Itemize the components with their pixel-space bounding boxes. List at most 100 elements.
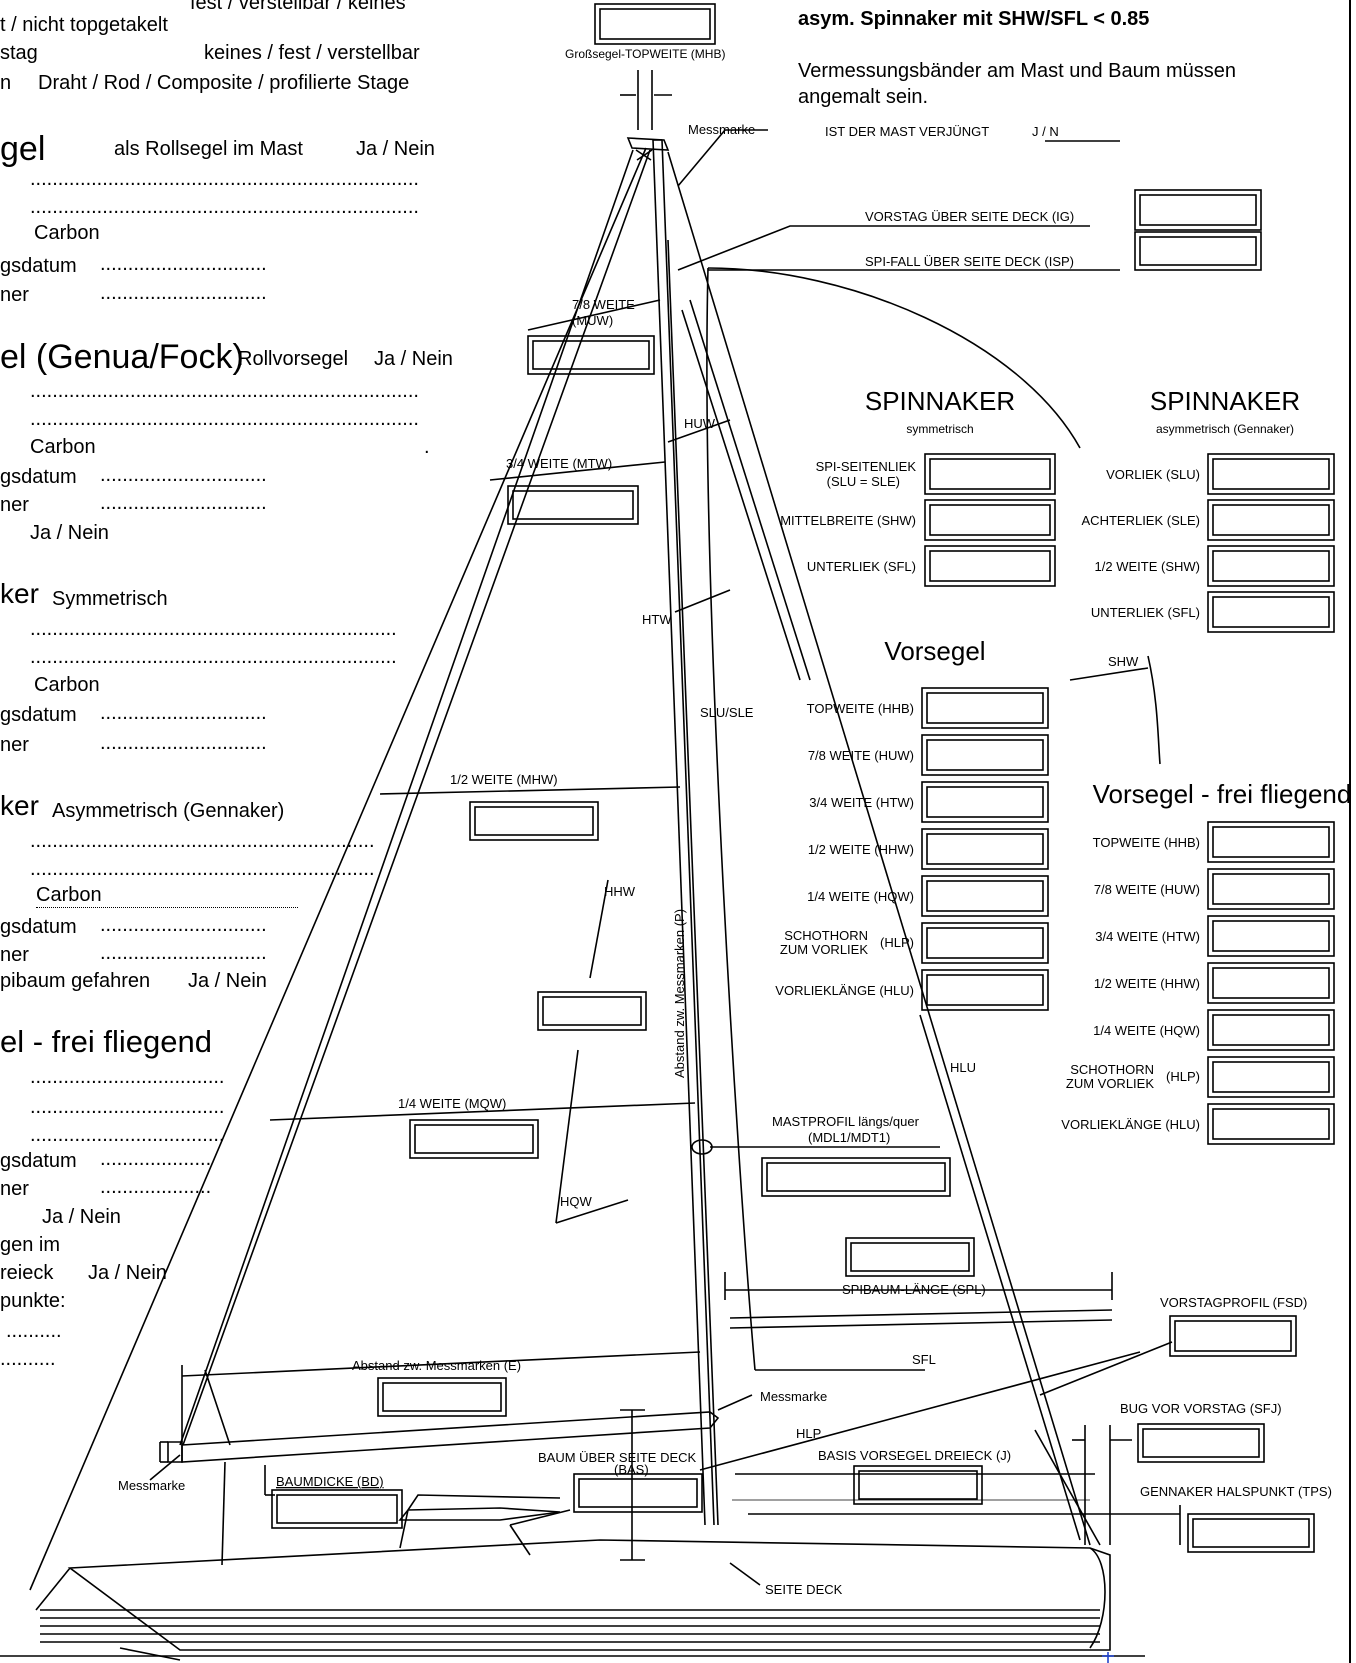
shw-curve-label: SHW	[1108, 654, 1139, 669]
vorsegel-field-5[interactable]	[921, 922, 1049, 964]
mhb-dimension	[620, 70, 672, 130]
rigging-options-4: Draht / Rod / Composite / profilierte St…	[38, 72, 410, 94]
rigging-options-2: t / nicht topgetakelt	[0, 14, 168, 36]
spi-asym-maker-label: ner	[0, 944, 29, 966]
ig-box	[1134, 189, 1262, 231]
freeflying-pdots-2: ..........	[0, 1348, 56, 1370]
vang	[509, 1524, 531, 1556]
muw-label-2: (MUW)	[572, 313, 613, 328]
headsail-roller-label: Rollvorsegel	[238, 348, 349, 370]
ig-leader	[677, 225, 1090, 271]
mast-profile-circle	[691, 1139, 713, 1155]
spi-asym-dots-2: ........................................…	[30, 858, 375, 880]
hlu-label: HLU	[950, 1060, 976, 1075]
mainsail-maker-dots: ..............................	[100, 282, 267, 304]
fsd-leader	[1039, 1341, 1173, 1396]
j-label: BASIS VORSEGEL DREIECK (J)	[818, 1448, 1011, 1463]
mainsail-date-dots: ..............................	[100, 253, 267, 275]
spinnaker-ratio-note: asym. Spinnaker mit SHW/SFL < 0.85	[798, 8, 1150, 30]
huw-label: HUW	[684, 416, 716, 431]
messmarke-top-leader	[677, 129, 726, 187]
freeflying-punkte: punkte:	[0, 1290, 66, 1312]
htw-label: HTW	[642, 612, 672, 627]
spi-asym-date-label: gsdatum	[0, 916, 77, 938]
vorsegel-field-6[interactable]	[921, 969, 1049, 1011]
spi-sym-dots-1: ........................................…	[30, 618, 397, 640]
mainsail-dots-1: ........................................…	[30, 168, 419, 190]
spi-sym-label-0: SPI-SEITENLIEK	[816, 459, 917, 474]
vorsegel-free-field-0[interactable]	[1207, 821, 1335, 863]
mhb-label: Großsegel-TOPWEITE (MHB)	[565, 47, 725, 61]
vorsegel-free-field-6[interactable]	[1207, 1103, 1335, 1145]
rigging-options-3: keines / fest / verstellbar	[204, 42, 420, 64]
vorsegel-field-4[interactable]	[921, 875, 1049, 917]
freeflying-dots-2: ...................................	[30, 1096, 225, 1118]
bas-leader	[509, 1509, 571, 1526]
spi-sym-carbon: Carbon	[34, 674, 100, 696]
huw-line	[667, 419, 731, 443]
vorsegel-label-5-b: ZUM VORLIEK	[780, 942, 868, 957]
jib-leech-2	[681, 309, 801, 681]
sfj-box	[1137, 1423, 1265, 1463]
spi-sym-field-2[interactable]	[924, 545, 1056, 587]
p-label: Abstand zw. Messmarken (P)	[672, 909, 687, 1078]
spi-extra-box	[845, 1237, 975, 1277]
headsail-carbon: Carbon	[30, 436, 96, 458]
vorsegel-field-3[interactable]	[921, 828, 1049, 870]
freeflying-date-dots: ....................	[100, 1148, 212, 1170]
mtw-box	[507, 485, 639, 525]
spi-pole-option: Ja / Nein	[188, 970, 267, 992]
spi-sym-field-0[interactable]	[924, 453, 1056, 495]
hhw-box	[537, 991, 647, 1031]
j-box	[853, 1465, 983, 1505]
sfl-label: SFL	[912, 1352, 936, 1367]
spi-sym-label-0-b: (SLU = SLE)	[827, 474, 900, 489]
vorsegel-free-field-1[interactable]	[1207, 868, 1335, 910]
spi-asym-carbon: Carbon	[36, 884, 298, 908]
forestay	[29, 147, 1091, 1591]
spinnaker-luff-curve	[706, 267, 756, 1371]
vorsegel-free-label-5-b: ZUM VORLIEK	[1066, 1076, 1154, 1091]
vorsegel-free-label-1: 7/8 WEITE (HUW)	[1094, 882, 1200, 897]
vorsegel-free-title: Vorsegel - frei fliegend	[1093, 779, 1352, 809]
isp-label: SPI-FALL ÜBER SEITE DECK (ISP)	[865, 254, 1074, 269]
spi-asym-field-1[interactable]	[1207, 499, 1335, 541]
e-dimension-line	[181, 1351, 701, 1377]
mastprofil-box	[761, 1157, 951, 1197]
spi-asym-table-subtitle: asymmetrisch (Gennaker)	[1156, 422, 1294, 436]
spi-asym-field-0[interactable]	[1207, 453, 1335, 495]
vorsegel-label-4: 1/4 WEITE (HQW)	[807, 889, 914, 904]
spi-asym-field-2[interactable]	[1207, 545, 1335, 587]
vorsegel-free-field-2[interactable]	[1207, 915, 1335, 957]
vorsegel-free-field-5[interactable]	[1207, 1056, 1335, 1098]
spi-asym-dots-1: ........................................…	[30, 830, 375, 852]
vorsegel-field-2[interactable]	[921, 781, 1049, 823]
spi-asym-maker-dots: ..............................	[100, 942, 267, 964]
headsail-roller-option: Ja / Nein	[374, 348, 453, 370]
headsail-janein: Ja / Nein	[30, 522, 109, 544]
hlp-line	[699, 1351, 1141, 1471]
hqw-label: HQW	[560, 1194, 593, 1209]
spi-asym-field-3[interactable]	[1207, 591, 1335, 633]
spi-sym-field-1[interactable]	[924, 499, 1056, 541]
mainsail-dots-2: ........................................…	[30, 196, 419, 218]
j-dimension	[732, 1473, 1095, 1501]
vorsegel-free-field-3[interactable]	[1207, 962, 1335, 1004]
vorsegel-label-2: 3/4 WEITE (HTW)	[809, 795, 914, 810]
freeflying-gen-im: gen im	[0, 1234, 61, 1256]
muw-line	[527, 299, 661, 331]
vorsegel-free-label-0: TOPWEITE (HHB)	[1093, 835, 1200, 850]
headsail-period: .	[424, 436, 430, 458]
muw-box	[527, 335, 655, 375]
vorsegel-field-0[interactable]	[921, 687, 1049, 729]
vorsegel-free-field-4[interactable]	[1207, 1009, 1335, 1051]
spi-asym-label-0: VORLIEK (SLU)	[1106, 467, 1200, 482]
vorsegel-free-label-2: 3/4 WEITE (HTW)	[1095, 929, 1200, 944]
tps-box	[1187, 1513, 1315, 1553]
spi-asym-label-3: UNTERLIEK (SFL)	[1091, 605, 1200, 620]
vorsegel-field-1[interactable]	[921, 734, 1049, 776]
spi-sym-label-2: UNTERLIEK (SFL)	[807, 559, 916, 574]
spi-asym-subtitle: Asymmetrisch (Gennaker)	[52, 800, 285, 822]
mainsail-outline	[179, 149, 651, 1446]
headsail-dots-1: ........................................…	[30, 380, 419, 402]
